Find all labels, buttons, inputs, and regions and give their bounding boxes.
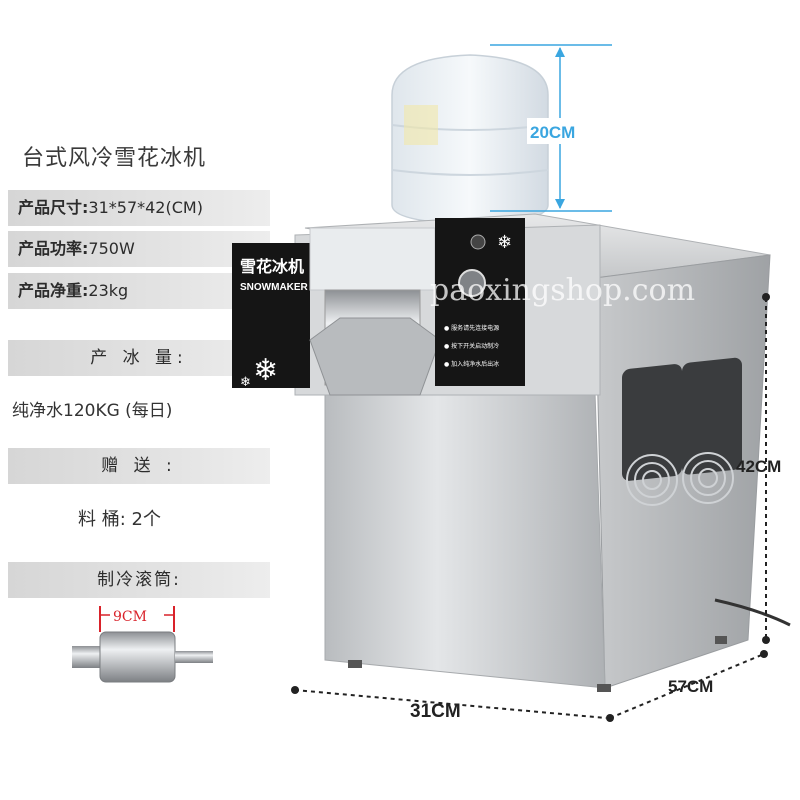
brand-cn: 雪花冰机 <box>240 257 304 276</box>
gift-heading: 赠 送 : <box>8 448 270 484</box>
height-label: 42CM <box>736 457 781 476</box>
spec-size-label: 产品尺寸: <box>18 198 89 217</box>
gift-value: 料 桶: 2个 <box>78 509 161 530</box>
depth-dimension: 57CM <box>606 650 768 722</box>
brand-en: SNOWMAKER <box>240 282 309 293</box>
snowflake-small-icon: ❄ <box>240 375 251 390</box>
spec-size-value: 31*57*42(CM) <box>88 198 203 217</box>
spec-weight-label: 产品净重: <box>18 281 89 300</box>
spec-power-label: 产品功率: <box>18 239 89 258</box>
bottle-height-label: 20CM <box>530 123 575 142</box>
snowflake-icon: ❄ <box>253 353 278 388</box>
spec-size: 产品尺寸:31*57*42(CM) <box>8 190 270 226</box>
ice-output-value: 纯净水120KG (每日) <box>12 401 173 421</box>
ice-output-heading: 产 冰 量: <box>8 340 270 376</box>
spec-weight: 产品净重:23kg <box>8 273 270 309</box>
front-panel-right: ❄ ● 服务请先连接电源 ● 按下开关启动制冷 ● 加入纯净水后出冰 <box>435 218 525 386</box>
water-bottle <box>391 54 549 225</box>
width-dimension: 31CM <box>291 686 607 722</box>
height-dimension: 42CM <box>736 293 781 644</box>
watermark: paoxingshop.com <box>430 273 695 308</box>
panel-instruction-2: ● 按下开关启动制冷 <box>444 342 499 350</box>
panel-instruction-3: ● 加入纯净水后出冰 <box>444 360 499 368</box>
width-label: 31CM <box>410 701 461 722</box>
front-panel-left: 雪花冰机 SNOWMAKER ❄ ❄ <box>232 243 310 390</box>
product-title: 台式风冷雪花冰机 <box>22 146 207 171</box>
ice-chute <box>309 227 441 396</box>
roller-heading: 制冷滚筒: <box>8 562 270 598</box>
spec-power: 产品功率:750W <box>8 231 270 267</box>
spec-power-value: 750W <box>88 239 135 258</box>
roller-width-label: 9CM <box>113 609 147 625</box>
cooling-fans <box>622 357 791 627</box>
roller-illustration: 9CM <box>72 605 213 683</box>
snowflake-panel-icon: ❄ <box>497 232 512 253</box>
bottle-height-dimension: 20CM <box>490 44 612 212</box>
panel-instruction-1: ● 服务请先连接电源 <box>444 324 499 332</box>
depth-label: 57CM <box>668 677 713 696</box>
spec-weight-value: 23kg <box>88 281 129 300</box>
